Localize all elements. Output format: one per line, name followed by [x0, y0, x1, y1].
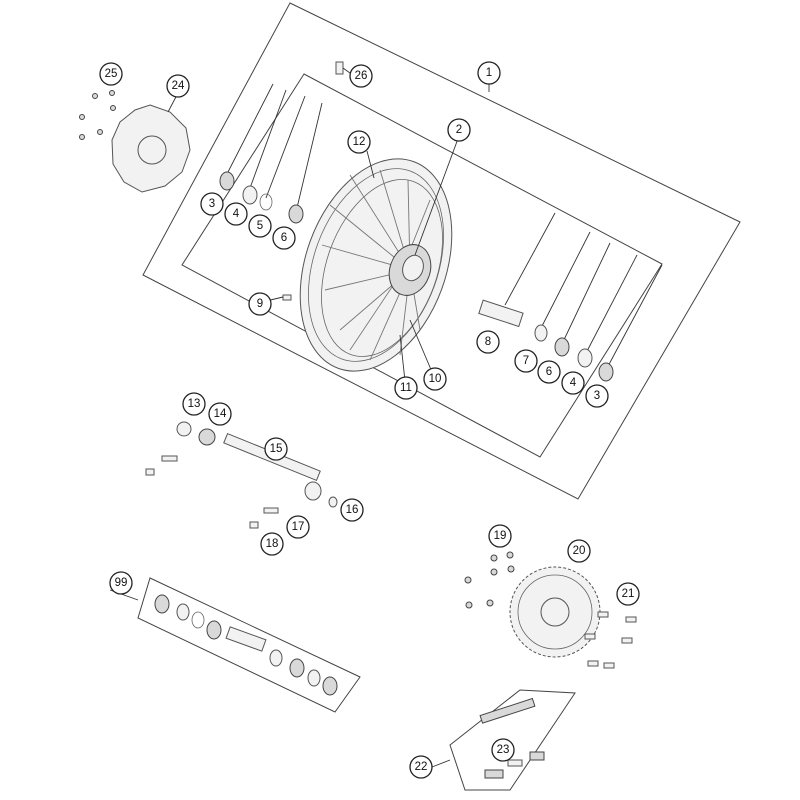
callout-22[interactable]: 22	[409, 755, 433, 779]
sprocket-nuts	[464, 551, 515, 609]
callout-4[interactable]: 4	[224, 202, 248, 226]
callout-label: 2	[456, 124, 462, 136]
callout-label: 99	[115, 577, 128, 589]
callout-label: 19	[494, 530, 507, 542]
callout-label: 20	[573, 545, 586, 557]
callout-label: 12	[353, 136, 366, 148]
callout-5[interactable]: 5	[248, 214, 272, 238]
callout-25[interactable]: 25	[99, 62, 123, 86]
callout-label: 1	[486, 67, 492, 79]
callout-24[interactable]: 24	[166, 74, 190, 98]
rear-sprocket	[509, 566, 601, 658]
drive-chain	[449, 689, 576, 791]
lower-bearing-set	[478, 299, 614, 382]
callout-14[interactable]: 14	[208, 402, 232, 426]
callout-label: 24	[172, 80, 185, 92]
valve-part	[335, 61, 344, 75]
callout-13[interactable]: 13	[182, 392, 206, 416]
callout-label: 25	[105, 68, 118, 80]
callout-3-lower[interactable]: 3	[585, 384, 609, 408]
callout-21[interactable]: 21	[616, 582, 640, 606]
callout-19[interactable]: 19	[488, 524, 512, 548]
rear-wheel-rim	[299, 158, 453, 372]
callout-label: 3	[209, 198, 215, 210]
callout-label: 11	[400, 382, 412, 394]
callout-23[interactable]: 23	[491, 738, 515, 762]
bearing-kit	[137, 577, 361, 713]
callout-label: 10	[429, 373, 442, 385]
callout-17[interactable]: 17	[286, 515, 310, 539]
callout-label: 4	[233, 208, 240, 220]
sprocket-screws	[584, 611, 637, 669]
upper-bearing-set	[219, 171, 304, 224]
disc-screws	[79, 90, 116, 140]
axle-assembly	[145, 421, 338, 529]
callout-11[interactable]: 11	[394, 376, 418, 400]
callout-label: 15	[270, 443, 283, 455]
callout-99[interactable]: 99	[109, 571, 133, 595]
callout-label: 16	[346, 504, 359, 516]
callout-label: 17	[292, 521, 305, 533]
callout-18[interactable]: 18	[260, 532, 284, 556]
callout-4-lower[interactable]: 4	[561, 371, 585, 395]
callout-2[interactable]: 2	[447, 118, 471, 142]
callout-1[interactable]: 1	[477, 61, 501, 85]
callout-label: 22	[415, 761, 428, 773]
callout-label: 9	[257, 298, 263, 310]
callout-label: 7	[523, 355, 529, 367]
callout-8[interactable]: 8	[476, 330, 500, 354]
callout-12[interactable]: 12	[347, 130, 371, 154]
callout-label: 23	[497, 744, 510, 756]
callout-26[interactable]: 26	[349, 64, 373, 88]
callout-6-lower[interactable]: 6	[537, 360, 561, 384]
callout-7[interactable]: 7	[514, 349, 538, 373]
callout-9[interactable]: 9	[248, 292, 272, 316]
brake-disc	[111, 104, 191, 193]
callout-label: 4	[570, 377, 577, 389]
callout-16[interactable]: 16	[340, 498, 364, 522]
bolt-part	[282, 294, 292, 301]
callout-label: 8	[485, 336, 491, 348]
callout-label: 21	[622, 588, 635, 600]
callout-20[interactable]: 20	[567, 539, 591, 563]
callout-label: 3	[594, 390, 600, 402]
callout-3[interactable]: 3	[200, 192, 224, 216]
callout-label: 5	[257, 220, 263, 232]
callout-label: 18	[266, 538, 279, 550]
callout-label: 13	[188, 398, 201, 410]
wheel-hub	[388, 244, 432, 296]
callout-label: 6	[546, 366, 552, 378]
callout-label: 14	[214, 408, 227, 420]
callout-6[interactable]: 6	[272, 226, 296, 250]
callout-15[interactable]: 15	[264, 437, 288, 461]
callout-label: 6	[281, 232, 287, 244]
callout-label: 26	[355, 70, 368, 82]
callout-10[interactable]: 10	[423, 367, 447, 391]
